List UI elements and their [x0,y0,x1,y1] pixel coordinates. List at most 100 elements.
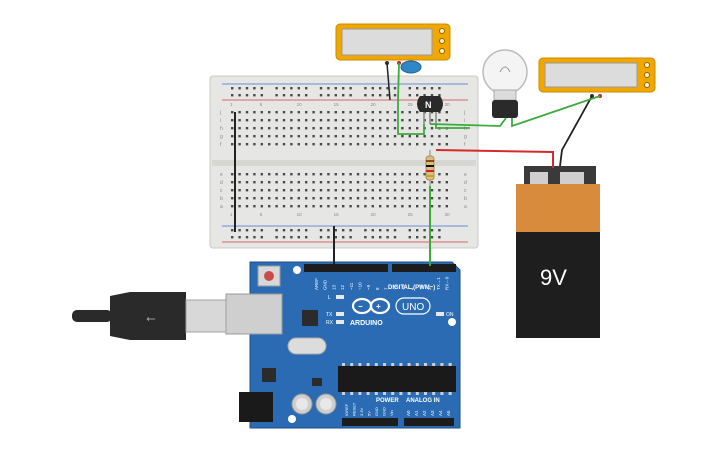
breadboard-hole[interactable] [423,87,426,90]
breadboard-hole[interactable] [334,229,337,232]
breadboard-hole[interactable] [342,205,345,208]
breadboard-hole[interactable] [364,135,367,138]
breadboard-hole[interactable] [290,87,293,90]
resistor[interactable] [425,150,435,186]
breadboard-hole[interactable] [319,87,323,90]
breadboard-hole[interactable] [238,205,241,208]
breadboard-hole[interactable] [430,205,434,208]
breadboard-hole[interactable] [297,127,300,130]
breadboard-hole[interactable] [364,229,367,232]
breadboard-hole[interactable] [260,189,263,192]
breadboard-hole[interactable] [393,143,397,146]
breadboard-hole[interactable] [430,197,434,200]
breadboard-hole[interactable] [253,197,256,200]
breadboard-hole[interactable] [253,127,256,130]
breadboard-hole[interactable] [430,94,434,97]
breadboard-hole[interactable] [312,181,315,184]
breadboard-hole[interactable] [319,181,323,184]
breadboard-hole[interactable] [408,229,411,232]
breadboard-hole[interactable] [349,87,352,90]
breadboard-hole[interactable] [253,135,256,138]
breadboard-hole[interactable] [238,87,241,90]
breadboard-hole[interactable] [268,205,271,208]
breadboard-hole[interactable] [297,119,300,122]
breadboard-hole[interactable] [401,119,404,122]
breadboard-hole[interactable] [253,181,256,184]
breadboard-hole[interactable] [438,229,441,232]
breadboard-hole[interactable] [245,94,249,97]
breadboard-hole[interactable] [253,119,256,122]
breadboard-hole[interactable] [423,135,426,138]
breadboard-hole[interactable] [364,181,367,184]
breadboard-hole[interactable] [334,197,337,200]
wire-red-battery[interactable] [435,149,554,168]
light-bulb[interactable] [482,49,528,118]
breadboard-hole[interactable] [290,143,293,146]
breadboard-hole[interactable] [245,181,249,184]
breadboard-hole[interactable] [260,205,263,208]
breadboard-hole[interactable] [379,127,382,130]
breadboard-hole[interactable] [319,119,323,122]
breadboard-hole[interactable] [275,189,278,192]
breadboard-hole[interactable] [371,181,374,184]
breadboard-hole[interactable] [275,94,278,97]
breadboard-hole[interactable] [290,173,293,176]
breadboard-hole[interactable] [290,197,293,200]
breadboard-hole[interactable] [282,205,286,208]
breadboard-hole[interactable] [334,87,337,90]
breadboard-hole[interactable] [260,111,263,114]
breadboard-hole[interactable] [386,229,389,232]
breadboard-hole[interactable] [290,236,293,239]
reset-button-cap[interactable] [264,271,274,281]
breadboard-hole[interactable] [430,181,434,184]
multimeter-right-knob[interactable] [644,62,650,68]
breadboard-hole[interactable] [386,189,389,192]
breadboard-hole[interactable] [393,94,397,97]
breadboard-hole[interactable] [275,173,278,176]
breadboard-hole[interactable] [245,87,249,90]
breadboard-hole[interactable] [386,181,389,184]
breadboard-hole[interactable] [275,181,278,184]
breadboard-hole[interactable] [238,127,241,130]
breadboard-hole[interactable] [282,111,286,114]
breadboard-hole[interactable] [327,229,330,232]
breadboard-hole[interactable] [349,111,352,114]
breadboard-hole[interactable] [245,197,249,200]
breadboard-hole[interactable] [305,229,308,232]
breadboard-hole[interactable] [371,87,374,90]
breadboard-hole[interactable] [416,181,419,184]
breadboard-hole[interactable] [327,205,330,208]
breadboard-hole[interactable] [401,135,404,138]
breadboard-hole[interactable] [445,135,448,138]
breadboard-hole[interactable] [238,111,241,114]
breadboard-hole[interactable] [430,143,434,146]
breadboard-hole[interactable] [327,197,330,200]
breadboard-hole[interactable] [408,173,411,176]
breadboard-hole[interactable] [401,189,404,192]
breadboard-hole[interactable] [438,236,441,239]
breadboard-hole[interactable] [282,197,286,200]
breadboard-hole[interactable] [275,87,278,90]
breadboard-hole[interactable] [297,143,300,146]
breadboard-hole[interactable] [364,197,367,200]
breadboard-hole[interactable] [334,119,337,122]
breadboard-hole[interactable] [356,197,360,200]
breadboard-hole[interactable] [290,135,293,138]
breadboard-hole[interactable] [416,94,419,97]
breadboard-hole[interactable] [297,229,300,232]
breadboard-hole[interactable] [334,135,337,138]
breadboard-hole[interactable] [327,236,330,239]
breadboard-hole[interactable] [364,205,367,208]
breadboard-hole[interactable] [364,94,367,97]
breadboard-hole[interactable] [342,197,345,200]
breadboard-hole[interactable] [364,173,367,176]
breadboard-hole[interactable] [334,205,337,208]
breadboard-hole[interactable] [297,189,300,192]
multimeter-left-knob[interactable] [439,28,445,34]
breadboard-holes[interactable] [231,87,448,239]
breadboard-hole[interactable] [253,143,256,146]
breadboard-hole[interactable] [349,229,352,232]
breadboard-hole[interactable] [231,111,234,114]
wire-green-collector[interactable] [435,124,470,129]
breadboard-hole[interactable] [349,119,352,122]
